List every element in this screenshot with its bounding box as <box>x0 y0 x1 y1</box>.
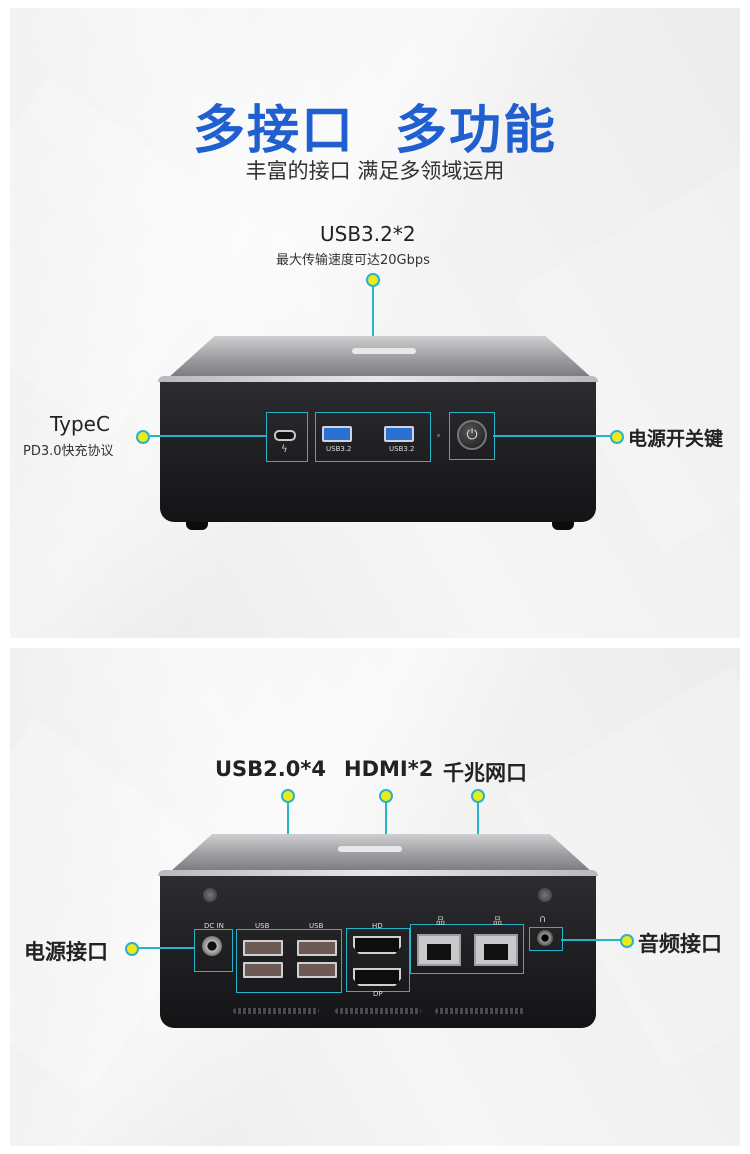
device-rim <box>158 870 598 876</box>
usb2-label: USB <box>255 922 270 930</box>
typec-callout-dot <box>136 430 150 444</box>
typec-callout-desc: PD3.0快充协议 <box>23 444 114 459</box>
power-button: ⏻ <box>457 420 487 450</box>
title-part-a: 多接口 <box>192 101 355 161</box>
title-part-b: 多功能 <box>395 101 558 161</box>
audio-callout: 音频接口 <box>638 932 722 956</box>
audio-leader-line <box>561 939 621 941</box>
lan-callout: 千兆网口 <box>443 761 527 785</box>
ethernet-port <box>474 934 518 966</box>
device-top-logo-plate <box>352 348 416 354</box>
ethernet-port-socket <box>427 944 451 960</box>
ethernet-port <box>417 934 461 966</box>
vent-grille <box>335 1008 421 1014</box>
lan-highlight-box <box>410 924 524 974</box>
typec-leader-line <box>150 435 266 437</box>
usb3-callout-title: USB3.2*2 <box>320 222 416 246</box>
device-foot <box>552 522 574 530</box>
network-icon: 品 <box>436 917 446 927</box>
headphone-icon: ∩ <box>539 914 547 925</box>
typec-port <box>274 430 296 441</box>
usb2-port <box>243 940 283 956</box>
lan-callout-dot <box>471 789 485 803</box>
device-top-cover <box>168 336 592 378</box>
typec-highlight-box <box>266 412 308 462</box>
vent-grille <box>435 1008 525 1014</box>
led-indicator <box>437 434 440 437</box>
vent-grille <box>233 1008 319 1014</box>
hdmi-callout-dot <box>379 789 393 803</box>
usb2-port <box>297 940 337 956</box>
device-front-body <box>160 382 596 522</box>
hdmi-callout: HDMI*2 <box>344 757 434 781</box>
page-title: 多接口多功能 <box>0 88 750 163</box>
usb2-port <box>243 962 283 978</box>
usb3-port-label: USB3.2 <box>326 445 352 453</box>
device-top-cover <box>170 834 592 872</box>
hdmi-label: HD <box>372 922 383 930</box>
device-foot <box>186 522 208 530</box>
power-connector-leader-line <box>139 947 194 949</box>
power-button-callout: 电源开关键 <box>628 428 724 450</box>
usb3-port <box>322 426 352 442</box>
usb2-highlight-box <box>236 929 342 993</box>
usb3-callout-dot <box>366 273 380 287</box>
network-icon: 品 <box>493 917 503 927</box>
screw <box>538 888 552 902</box>
screw <box>203 888 217 902</box>
usb2-callout-dot <box>281 789 295 803</box>
usb3-highlight-box <box>315 412 431 462</box>
ethernet-port-socket <box>484 944 508 960</box>
usb2-label: USB <box>309 922 324 930</box>
usb3-port <box>384 426 414 442</box>
power-connector-callout: 电源接口 <box>24 940 108 964</box>
audio-callout-dot <box>620 934 634 948</box>
power-connector-callout-dot <box>125 942 139 956</box>
audio-jack <box>537 930 553 946</box>
device-top-logo-plate <box>338 846 402 852</box>
power-button-callout-dot <box>610 430 624 444</box>
dc-in-port <box>202 936 222 956</box>
usb3-callout-desc: 最大传输速度可达20Gbps <box>276 253 430 268</box>
dp-label: DP <box>373 990 383 998</box>
page-subtitle: 丰富的接口 满足多领域运用 <box>245 159 505 183</box>
hdmi-highlight-box <box>346 928 410 992</box>
device-rim <box>158 376 598 382</box>
front-panel-section <box>10 8 740 638</box>
hdmi-port <box>353 936 401 954</box>
usb2-callout: USB2.0*4 <box>215 757 326 781</box>
dp-port <box>353 968 401 986</box>
thunderbolt-icon: ϟ <box>281 444 288 455</box>
power-button-leader-line <box>493 435 611 437</box>
typec-callout-title: TypeC <box>50 412 110 436</box>
usb2-port <box>297 962 337 978</box>
power-icon: ⏻ <box>466 427 478 443</box>
dc-in-label: DC IN <box>204 922 224 930</box>
usb3-port-label: USB3.2 <box>389 445 415 453</box>
dc-in-highlight-box <box>194 929 233 972</box>
